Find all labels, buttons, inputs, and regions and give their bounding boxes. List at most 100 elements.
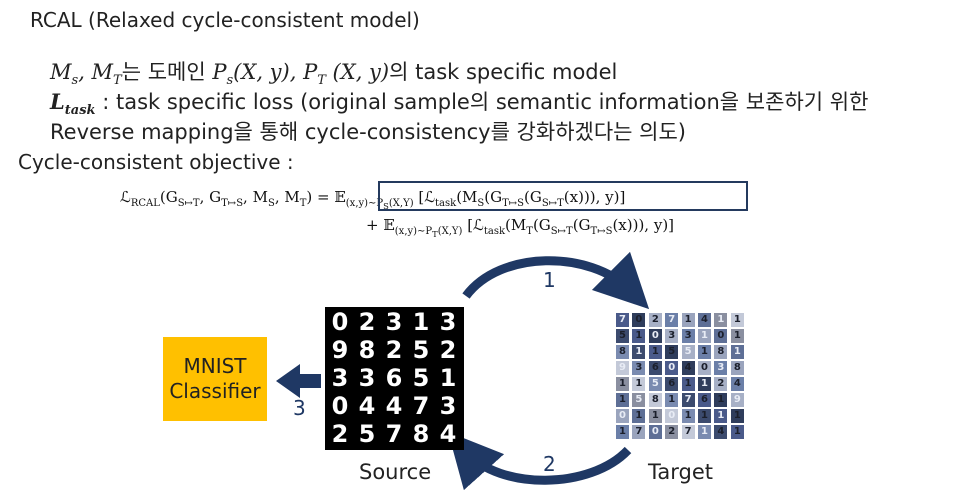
svhn-digit: 8 bbox=[730, 361, 744, 375]
arrow-1 bbox=[462, 251, 650, 310]
svhn-digit: 1 bbox=[665, 393, 679, 407]
svhn-digit: 1 bbox=[648, 409, 662, 423]
mnist-digit: 3 bbox=[439, 308, 457, 336]
svhn-digit: 1 bbox=[681, 409, 695, 423]
classifier-line-1: MNIST bbox=[183, 354, 247, 378]
mnist-digit: 5 bbox=[412, 364, 430, 392]
svhn-digit: 4 bbox=[730, 377, 744, 391]
mnist-digit: 2 bbox=[439, 336, 457, 364]
svhn-digit: 2 bbox=[648, 313, 662, 327]
mnist-digit: 8 bbox=[358, 336, 376, 364]
svhn-digit: 5 bbox=[648, 377, 662, 391]
svhn-digit: 1 bbox=[714, 409, 728, 423]
mnist-digit: 3 bbox=[358, 364, 376, 392]
models-symbol: Ms, MT bbox=[50, 60, 122, 89]
mnist-digit: 0 bbox=[331, 308, 349, 336]
mnist-digit: 3 bbox=[439, 392, 457, 420]
mnist-digit: 5 bbox=[358, 420, 376, 448]
svhn-digit: 0 bbox=[714, 329, 728, 343]
mnist-digit: 5 bbox=[412, 336, 430, 364]
loss-text: : task specific loss (original sample의 s… bbox=[102, 90, 869, 114]
svhn-digit: 1 bbox=[632, 409, 646, 423]
svhn-digit: 1 bbox=[648, 345, 662, 359]
svhn-digit: 1 bbox=[616, 377, 629, 391]
mnist-digit: 6 bbox=[385, 364, 403, 392]
svhn-digit: 7 bbox=[665, 313, 679, 327]
svhn-digit: 1 bbox=[730, 345, 744, 359]
svhn-digit: 0 bbox=[632, 313, 646, 327]
svhn-digit: 0 bbox=[698, 361, 711, 375]
step-3-label: 3 bbox=[293, 396, 306, 420]
svhn-digit: 0 bbox=[616, 409, 629, 423]
svhn-digit: 1 bbox=[681, 377, 695, 391]
mnist-digit: 2 bbox=[358, 308, 376, 336]
svhn-digit: 1 bbox=[632, 377, 646, 391]
svhn-digit: 8 bbox=[648, 393, 662, 407]
mnist-digit: 1 bbox=[439, 364, 457, 392]
mnist-digit: 4 bbox=[385, 392, 403, 420]
svhn-digit: 2 bbox=[665, 425, 679, 439]
mnist-digit: 2 bbox=[385, 336, 403, 364]
svhn-digit: 8 bbox=[714, 345, 728, 359]
mnist-digit: 0 bbox=[331, 392, 349, 420]
svhn-digit: 5 bbox=[632, 393, 646, 407]
svhn-digit: 1 bbox=[730, 313, 744, 327]
svhn-digit: 4 bbox=[714, 425, 728, 439]
mnist-digit: 8 bbox=[412, 420, 430, 448]
classifier-line-2: Classifier bbox=[169, 379, 261, 403]
svhn-digit: 1 bbox=[632, 329, 646, 343]
highlight-box bbox=[378, 181, 748, 211]
svhn-digit: 8 bbox=[616, 345, 629, 359]
svhn-digit: 6 bbox=[648, 361, 662, 375]
svhn-digit: 1 bbox=[730, 409, 744, 423]
mnist-digit: 2 bbox=[331, 420, 349, 448]
svhn-digit: 1 bbox=[698, 425, 711, 439]
svhn-digit: 1 bbox=[714, 393, 728, 407]
svhn-digit: 1 bbox=[730, 329, 744, 343]
svhn-digit: 1 bbox=[714, 313, 728, 327]
reverse-line: Reverse mapping을 통해 cycle-consistency를 강… bbox=[50, 120, 686, 144]
svhn-digit: 1 bbox=[632, 345, 646, 359]
svhn-digit: 4 bbox=[698, 313, 711, 327]
mnist-digit: 3 bbox=[385, 308, 403, 336]
svhn-digit: 1 bbox=[698, 409, 711, 423]
source-label: Source bbox=[359, 460, 432, 484]
objective-label: Cycle-consistent objective : bbox=[18, 150, 294, 174]
svhn-digit: 0 bbox=[648, 425, 662, 439]
svhn-digit: 5 bbox=[681, 345, 695, 359]
svhn-digit: 1 bbox=[698, 345, 711, 359]
svhn-digit: 7 bbox=[681, 425, 695, 439]
mnist-digit: 1 bbox=[412, 308, 430, 336]
domain-symbols: Ps(X, y), PT (X, y) bbox=[212, 60, 390, 89]
models-text-b: 의 task specific model bbox=[389, 60, 618, 84]
mnist-digit: 7 bbox=[412, 392, 430, 420]
svhn-digit: 3 bbox=[632, 361, 646, 375]
slide-title: RCAL (Relaxed cycle-consistent model) bbox=[30, 8, 420, 32]
svhn-digit: 4 bbox=[681, 361, 695, 375]
svhn-digit: 1 bbox=[616, 393, 629, 407]
svhn-digit: 9 bbox=[616, 361, 629, 375]
mnist-digit: 3 bbox=[331, 364, 349, 392]
arrow-3 bbox=[276, 364, 321, 398]
models-text-a: 는 도메인 bbox=[121, 60, 213, 84]
svhn-digit: 1 bbox=[698, 329, 711, 343]
mnist-digit: 7 bbox=[385, 420, 403, 448]
svhn-digit: 5 bbox=[665, 345, 679, 359]
equation-row-2: + 𝔼(x,y)∼PT(X,Y) [ℒtask(MT(GS↦T(GT↦S(x))… bbox=[366, 216, 675, 239]
mnist-classifier-box: MNIST Classifier bbox=[163, 337, 267, 421]
svhn-digit: 1 bbox=[698, 377, 711, 391]
svhn-digit: 2 bbox=[714, 377, 728, 391]
svhn-digit: 7 bbox=[616, 313, 629, 327]
svhn-digit: 3 bbox=[665, 329, 679, 343]
svhn-digit: 0 bbox=[648, 329, 662, 343]
svhn-digit: 6 bbox=[698, 393, 711, 407]
mnist-digit: 9 bbox=[331, 336, 349, 364]
svhn-digit: 7 bbox=[681, 393, 695, 407]
svhn-digit: 7 bbox=[632, 425, 646, 439]
svhn-digit: 3 bbox=[681, 329, 695, 343]
arrow-2 bbox=[447, 431, 632, 491]
equation-row-1: ℒRCAL(GS↦T, GT↦S, MS, MT) = 𝔼(x,y)∼PS(X,… bbox=[120, 188, 626, 211]
